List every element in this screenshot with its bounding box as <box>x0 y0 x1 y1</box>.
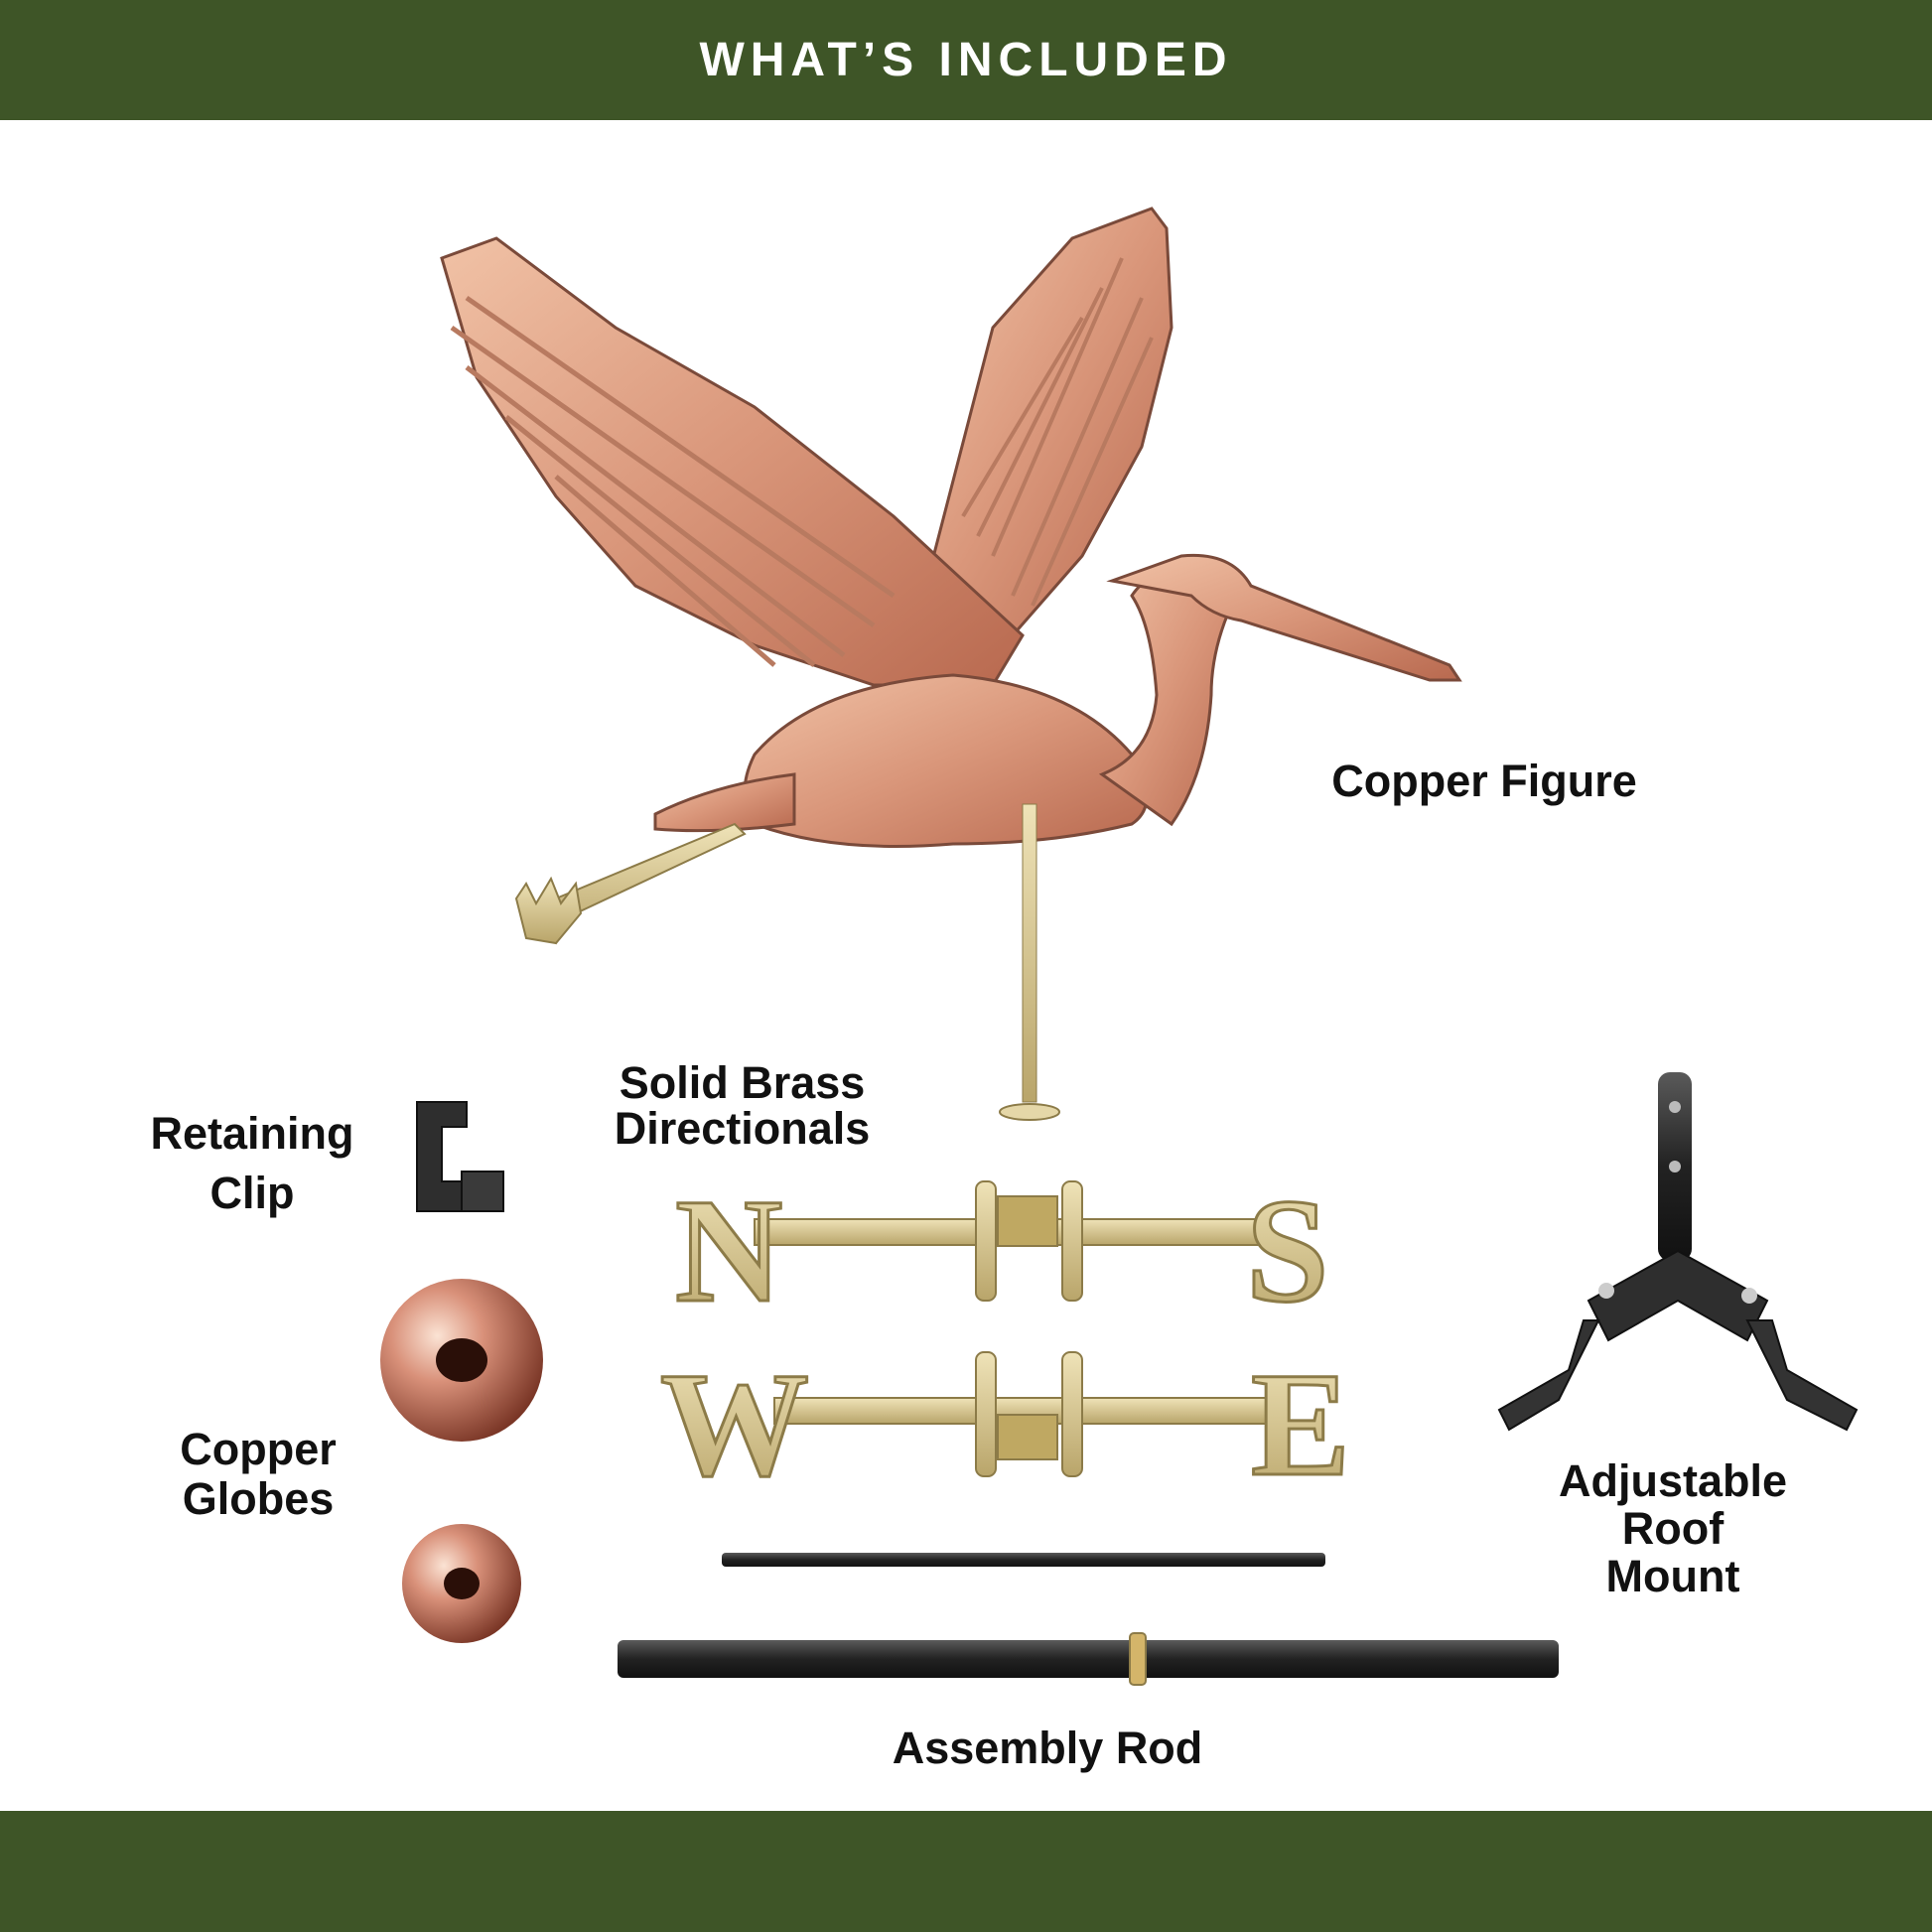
header-title: WHAT’S INCLUDED <box>699 34 1233 86</box>
label-solid-brass-directionals: Solid Brass Directionals <box>614 1057 871 1154</box>
assembly-rod-graphic <box>618 1632 1559 1686</box>
heron-back-wing <box>921 207 1173 637</box>
label-retaining-clip: Retaining Clip <box>150 1108 354 1218</box>
directional-we <box>773 1351 1272 1477</box>
heron-front-wing <box>440 236 1025 687</box>
label-adjustable-roof-mount: Adjustable Roof Mount <box>1558 1455 1788 1601</box>
copper-globe-small <box>402 1524 521 1643</box>
heron-head <box>1106 553 1462 682</box>
heron-body <box>743 673 1149 848</box>
letter-w: W <box>660 1342 809 1507</box>
heron-figure <box>440 207 1462 1121</box>
footer-band <box>0 1811 1932 1932</box>
heron-tail <box>653 772 796 833</box>
retaining-clip <box>416 1101 504 1212</box>
heron-post-base <box>999 1103 1060 1121</box>
header-band <box>0 0 1932 120</box>
copper-globe-large <box>380 1279 543 1442</box>
label-copper-figure: Copper Figure <box>1331 756 1637 806</box>
label-assembly-rod: Assembly Rod <box>892 1723 1203 1773</box>
heron-feet <box>514 876 583 945</box>
heron-post <box>1022 803 1037 1103</box>
roof-mount <box>1497 1072 1859 1432</box>
directional-ns <box>754 1180 1272 1302</box>
label-copper-globes: Copper Globes <box>180 1424 337 1524</box>
thin-rod <box>722 1553 1325 1567</box>
letter-s: S <box>1246 1169 1328 1333</box>
letter-n: N <box>675 1169 782 1333</box>
letter-e: E <box>1251 1342 1350 1507</box>
